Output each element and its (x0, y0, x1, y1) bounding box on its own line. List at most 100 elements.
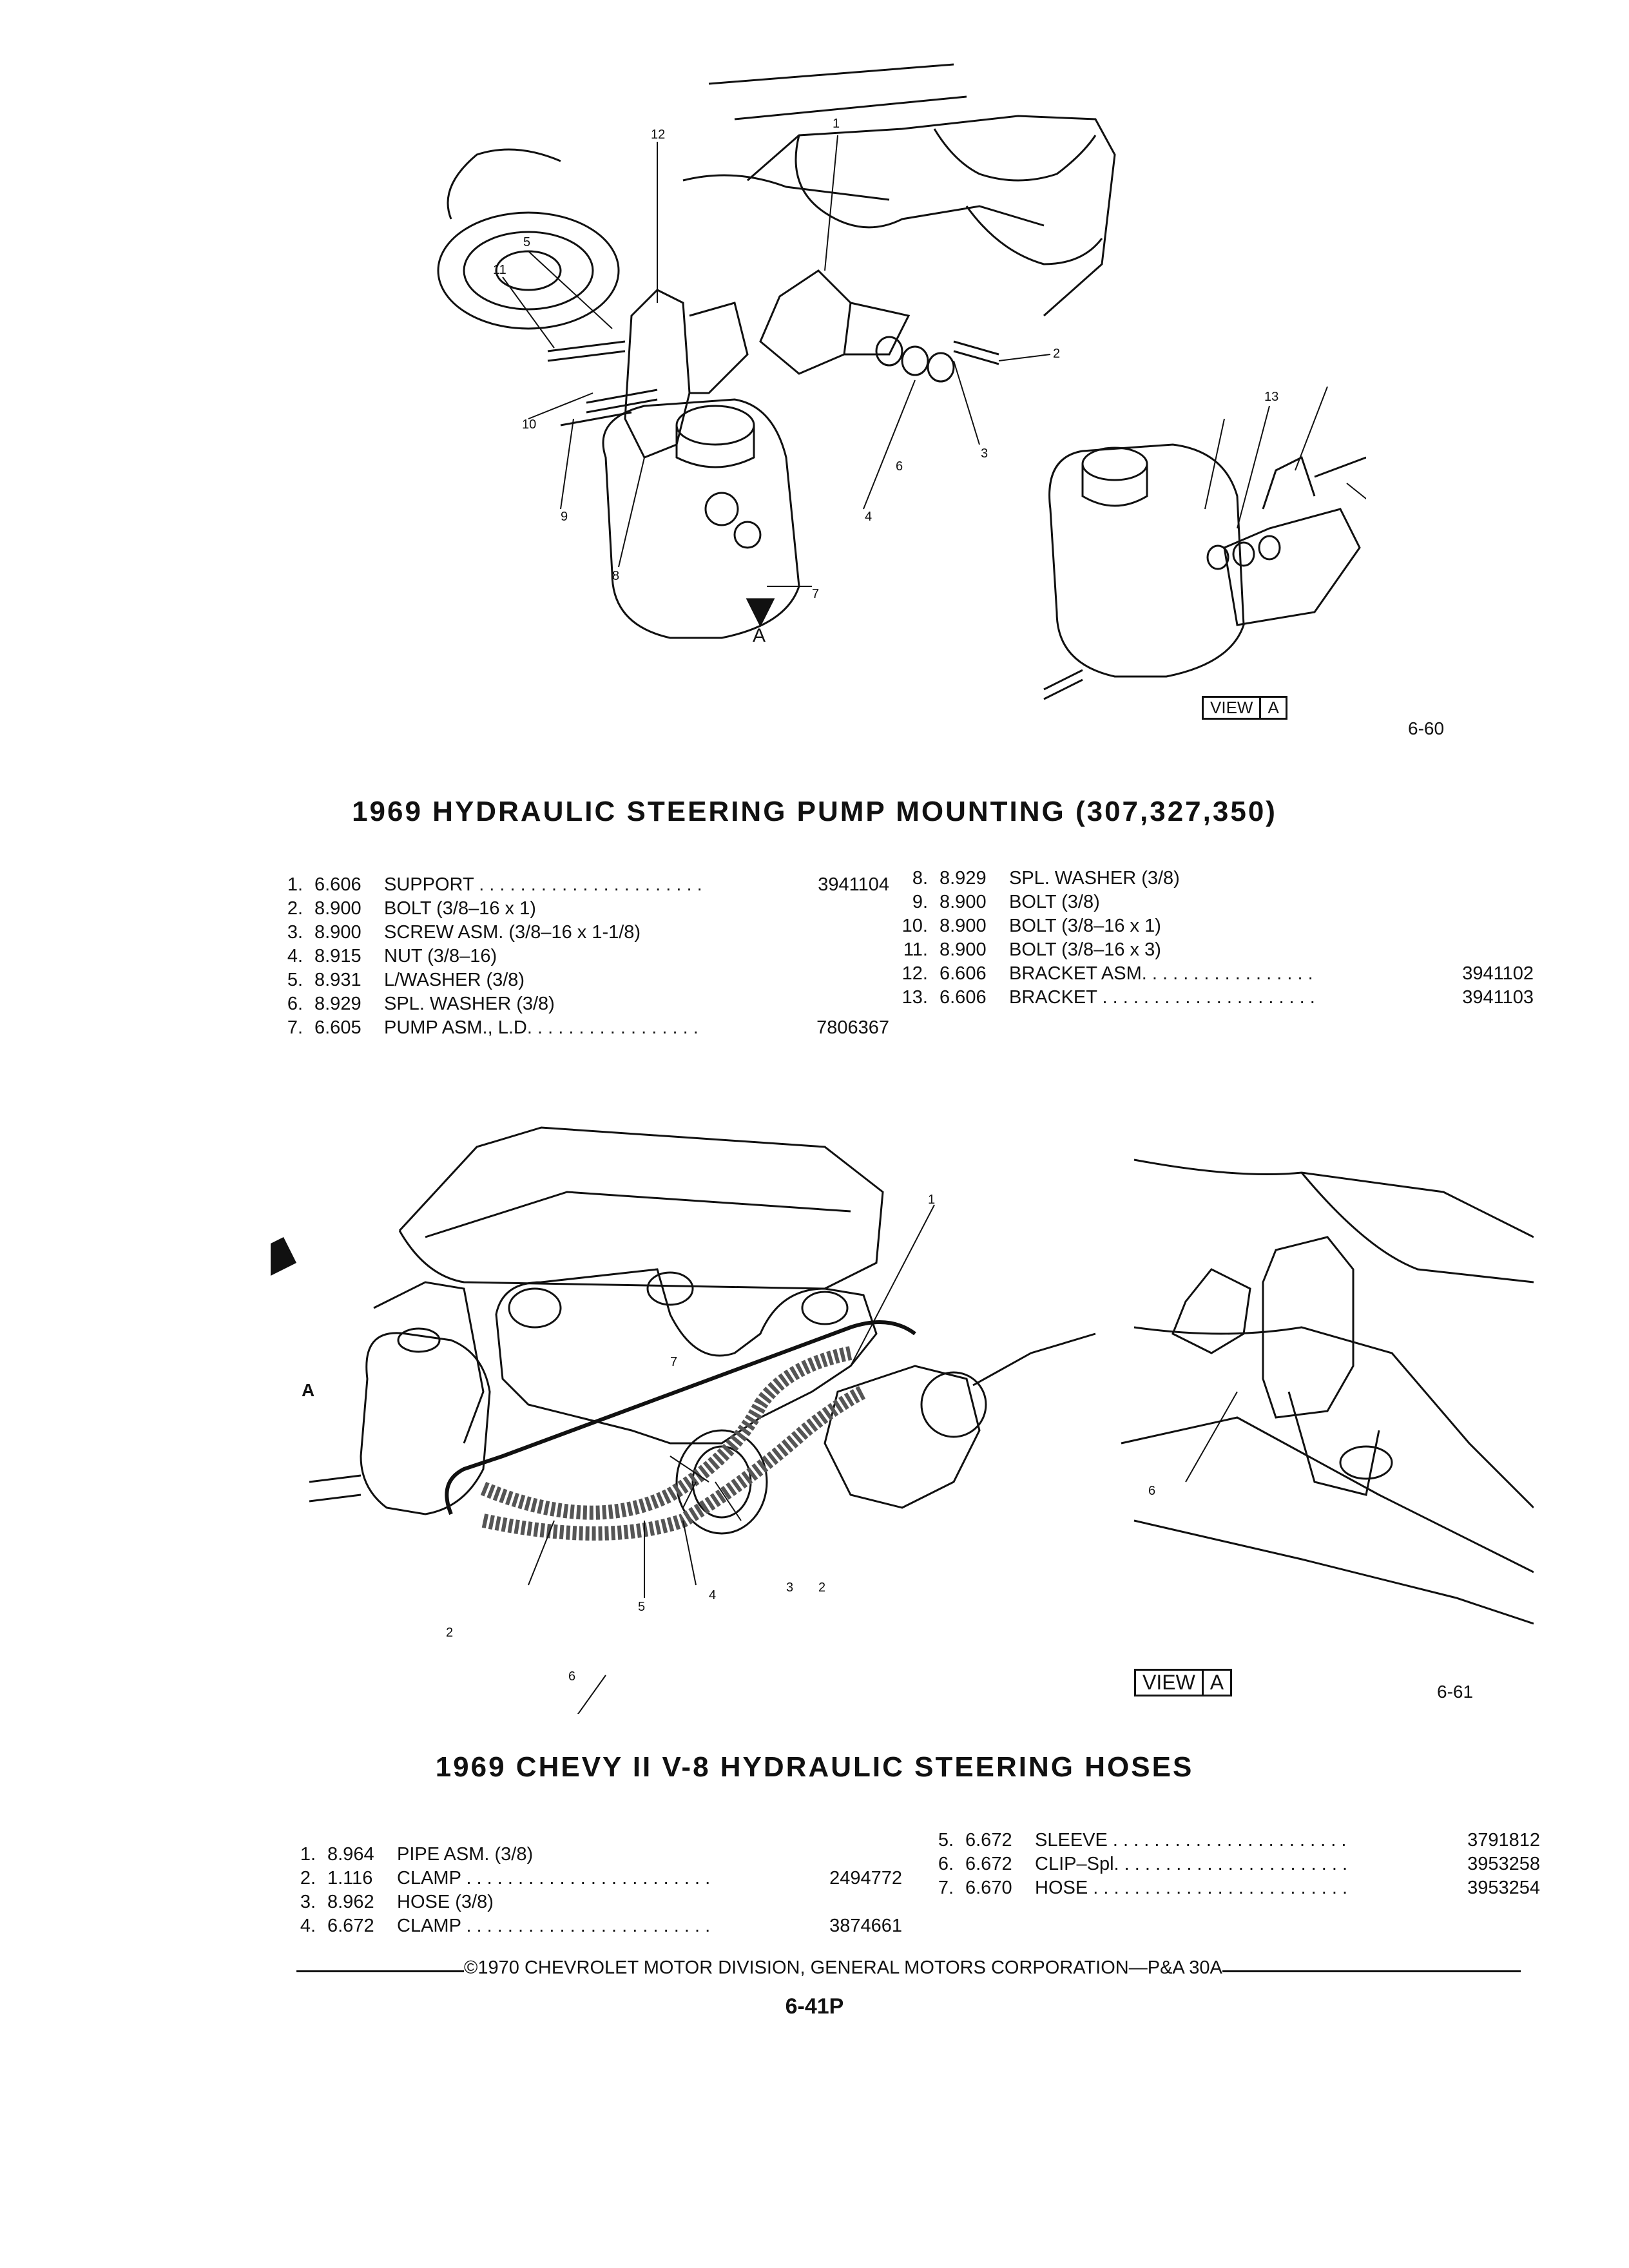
part-group: 8.900 (940, 916, 987, 936)
svg-text:7: 7 (812, 587, 819, 601)
part-index: 4. (300, 1916, 316, 1936)
svg-text:5: 5 (523, 235, 530, 249)
page-number: 6-41P (785, 1994, 844, 2019)
part-number: 3791812 (1467, 1830, 1540, 1850)
part-group: 8.900 (314, 922, 361, 943)
part-number: 7806367 (816, 1017, 889, 1038)
view-a-label: VIEW A (1202, 696, 1287, 720)
part-group: 8.962 (327, 1892, 374, 1912)
part-index: 5. (938, 1830, 954, 1850)
svg-text:2: 2 (1053, 347, 1060, 361)
part-group: 6.672 (965, 1854, 1012, 1874)
svg-text:1: 1 (928, 1193, 935, 1207)
part-name: SPL. WASHER (3/8) (1009, 868, 1180, 889)
part-group: 6.672 (965, 1830, 1012, 1850)
steering-hoses-illustration: 1 2 2 3 4 5 6 6 7 (271, 1121, 1534, 1714)
svg-text:13: 13 (1264, 390, 1278, 404)
svg-text:2: 2 (818, 1581, 825, 1595)
parts-list-right: 5. 6.672 SLEEVE . . . . . . . . . . . . . … (921, 1829, 1540, 1900)
svg-text:6: 6 (568, 1669, 575, 1684)
part-group: 8.964 (327, 1844, 374, 1865)
figure-title: 1969 CHEVY II V-8 HYDRAULIC STEERING HOS… (435, 1751, 1194, 1783)
part-row: 5. 6.672 SLEEVE . . . . . . . . . . . . . … (921, 1829, 1540, 1852)
part-row: 6. 6.672 CLIP–Spl. . . . . . . . . . . . .… (921, 1852, 1540, 1876)
copyright-text: ©1970 CHEVROLET MOTOR DIVISION, GENERAL … (464, 1957, 1222, 1978)
part-name: CLIP–Spl. . . . . . . . . . . . . . . . … (1035, 1854, 1348, 1874)
part-name: SUPPORT . . . . . . . . . . . . . . . . … (384, 874, 702, 895)
part-number: 3953258 (1467, 1854, 1540, 1874)
part-name: BRACKET . . . . . . . . . . . . . . . . … (1009, 987, 1315, 1008)
part-number: 3941102 (1462, 963, 1534, 984)
part-number: 3874661 (829, 1916, 902, 1936)
part-name: HOSE (3/8) (397, 1892, 494, 1912)
view-label: VIEW (1204, 698, 1262, 718)
part-group: 6.605 (314, 1017, 361, 1038)
part-index: 3. (300, 1892, 316, 1912)
part-group: 6.606 (314, 874, 361, 895)
footer-rule-left (296, 1970, 464, 1972)
part-index: 6. (938, 1854, 954, 1874)
part-name: SLEEVE . . . . . . . . . . . . . . . . .… (1035, 1830, 1347, 1850)
svg-text:6: 6 (896, 459, 903, 474)
part-name: HOSE . . . . . . . . . . . . . . . . . .… (1035, 1878, 1348, 1898)
part-group: 6.606 (940, 987, 987, 1008)
part-group: 8.931 (314, 970, 361, 990)
svg-text:7: 7 (670, 1355, 677, 1369)
part-row: 1. 6.606 SUPPORT . . . . . . . . . . . . .… (271, 873, 889, 897)
part-row: 3. 8.962 HOSE (3/8) (284, 1890, 902, 1914)
part-number: 3941103 (1462, 987, 1534, 1008)
part-name: L/WASHER (3/8) (384, 970, 525, 990)
svg-text:1: 1 (833, 117, 840, 131)
part-name: PUMP ASM., L.D. . . . . . . . . . . . . … (384, 1017, 699, 1038)
part-index: 6. (287, 994, 303, 1014)
part-index: 4. (287, 946, 303, 966)
part-group: 8.915 (314, 946, 361, 966)
part-group: 6.606 (940, 963, 987, 984)
pump-mounting-illustration: 1 2 3 4 5 6 7 8 9 10 11 12 13 (400, 58, 1366, 741)
part-group: 6.670 (965, 1878, 1012, 1898)
part-name: CLAMP . . . . . . . . . . . . . . . . . … (397, 1916, 711, 1936)
svg-text:4: 4 (709, 1588, 716, 1602)
svg-text:5: 5 (638, 1600, 645, 1614)
part-name: BOLT (3/8–16 x 1) (1009, 916, 1161, 936)
view-a-label: VIEW A (1134, 1669, 1233, 1696)
part-group: 6.672 (327, 1916, 374, 1936)
part-number: 2494772 (829, 1868, 902, 1888)
svg-text:9: 9 (561, 510, 568, 524)
part-group: 8.900 (314, 898, 361, 919)
figure-title: 1969 HYDRAULIC STEERING PUMP MOUNTING (3… (352, 796, 1277, 827)
part-row: 7. 6.670 HOSE . . . . . . . . . . . . . . … (921, 1876, 1540, 1900)
part-index: 12. (901, 963, 928, 984)
svg-text:3: 3 (981, 447, 988, 461)
part-name: CLAMP . . . . . . . . . . . . . . . . . … (397, 1868, 711, 1888)
parts-list-left: 1. 6.606 SUPPORT . . . . . . . . . . . . .… (271, 873, 889, 1040)
part-group: 8.929 (314, 994, 361, 1014)
svg-text:10: 10 (522, 418, 536, 432)
svg-text:3: 3 (786, 1581, 793, 1595)
footer-rule-right (1222, 1970, 1521, 1972)
svg-text:11: 11 (493, 263, 506, 277)
part-name: BRACKET ASM. . . . . . . . . . . . . . .… (1009, 963, 1313, 984)
part-row: 4. 6.672 CLAMP . . . . . . . . . . . . . .… (284, 1914, 902, 1938)
part-index: 1. (300, 1844, 316, 1865)
part-name: BOLT (3/8) (1009, 892, 1100, 912)
part-name: BOLT (3/8–16 x 1) (384, 898, 536, 919)
figure-number: 6-60 (1408, 718, 1445, 738)
part-name: NUT (3/8–16) (384, 946, 497, 966)
view-letter: A (1268, 698, 1279, 717)
arrow-letter: A (302, 1380, 315, 1400)
part-index: 7. (938, 1878, 954, 1898)
part-group: 8.929 (940, 868, 987, 889)
svg-text:12: 12 (651, 128, 665, 142)
part-index: 1. (287, 874, 303, 895)
part-index: 3. (287, 922, 303, 943)
